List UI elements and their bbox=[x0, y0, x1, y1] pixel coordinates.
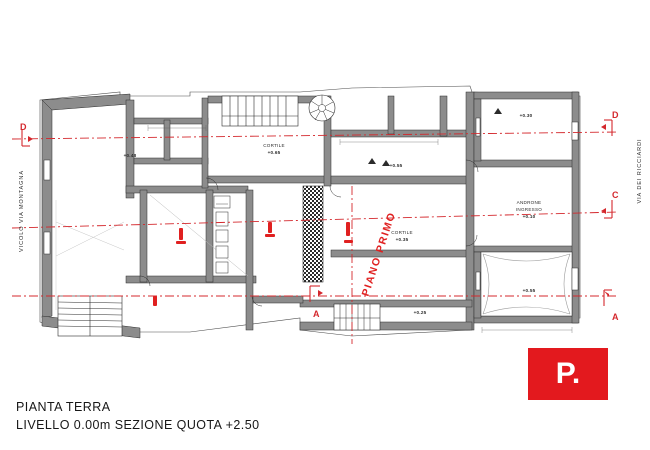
section-marker-a-right: A bbox=[612, 312, 619, 322]
spiral-staircase bbox=[308, 94, 336, 122]
room-label-centro: +0.55 bbox=[376, 163, 416, 170]
section-arrows bbox=[28, 124, 609, 297]
dimension-lines bbox=[147, 125, 573, 333]
staircase-bottom-left bbox=[57, 295, 123, 337]
room-elevation: +0.55 bbox=[522, 288, 536, 293]
room-name: CORTILE bbox=[263, 143, 285, 148]
plan-caption: PIANTA TERRA LIVELLO 0.00m SEZIONE QUOTA… bbox=[16, 398, 260, 434]
room-label-androne: ANDRONE INGRESSO +0.10 bbox=[505, 200, 553, 221]
street-label-left: VICOLO VIA MONTAGNA bbox=[19, 170, 25, 252]
room-name: ANDRONE bbox=[516, 200, 542, 205]
room-name: CORTILE bbox=[391, 230, 413, 235]
room-elevation: +0.55 bbox=[389, 163, 403, 168]
street-label-right: VIA DEI RICCIARDI bbox=[637, 138, 643, 204]
staircase-bottom-center bbox=[333, 303, 381, 331]
section-lines bbox=[11, 131, 619, 344]
room-name-secondary: INGRESSO bbox=[515, 206, 543, 212]
logo-badge: P. bbox=[528, 348, 608, 400]
room-elevation: +0.65 bbox=[267, 149, 281, 155]
room-label-cortile2: CORTILE +0.35 bbox=[380, 230, 424, 244]
section-marker-c-right: C bbox=[612, 190, 619, 200]
staircase-top bbox=[221, 95, 299, 127]
red-fixture-symbols bbox=[153, 222, 353, 306]
room-elevation: +0.25 bbox=[413, 310, 427, 315]
hatched-wall-element bbox=[302, 185, 324, 283]
section-marker-ticks bbox=[21, 119, 613, 306]
floor-plan-svg bbox=[11, 85, 619, 344]
room-label-sud: +0.55 bbox=[505, 288, 553, 295]
room-label-nord: +0.30 bbox=[500, 113, 552, 120]
section-marker-d-left: D bbox=[20, 122, 27, 132]
room-elevation: +0.35 bbox=[395, 236, 409, 242]
section-marker-a-center: A bbox=[313, 309, 320, 319]
caption-line-title: PIANTA TERRA bbox=[16, 400, 111, 414]
room-label-cortile: CORTILE +0.65 bbox=[248, 143, 300, 157]
floor-plan-drawing: VICOLO VIA MONTAGNA VIA DEI RICCIARDI PI… bbox=[11, 85, 643, 344]
door-swings bbox=[139, 159, 479, 307]
vaulted-room bbox=[480, 251, 573, 317]
logo-text: P. bbox=[555, 357, 581, 390]
caption-line-level: LIVELLO 0.00m SEZIONE QUOTA +2.50 bbox=[16, 418, 260, 433]
room-label-scala: +0.25 bbox=[402, 310, 438, 317]
room-label-ovest: +0.48 bbox=[112, 153, 148, 160]
section-marker-d-right: D bbox=[612, 110, 619, 120]
fixture-column bbox=[213, 195, 231, 274]
room-elevation: +0.30 bbox=[519, 113, 533, 118]
window-openings bbox=[43, 117, 579, 291]
elevation-marks bbox=[368, 108, 502, 166]
room-elevation: +0.48 bbox=[123, 153, 137, 158]
room-elevation: +0.10 bbox=[522, 213, 536, 219]
